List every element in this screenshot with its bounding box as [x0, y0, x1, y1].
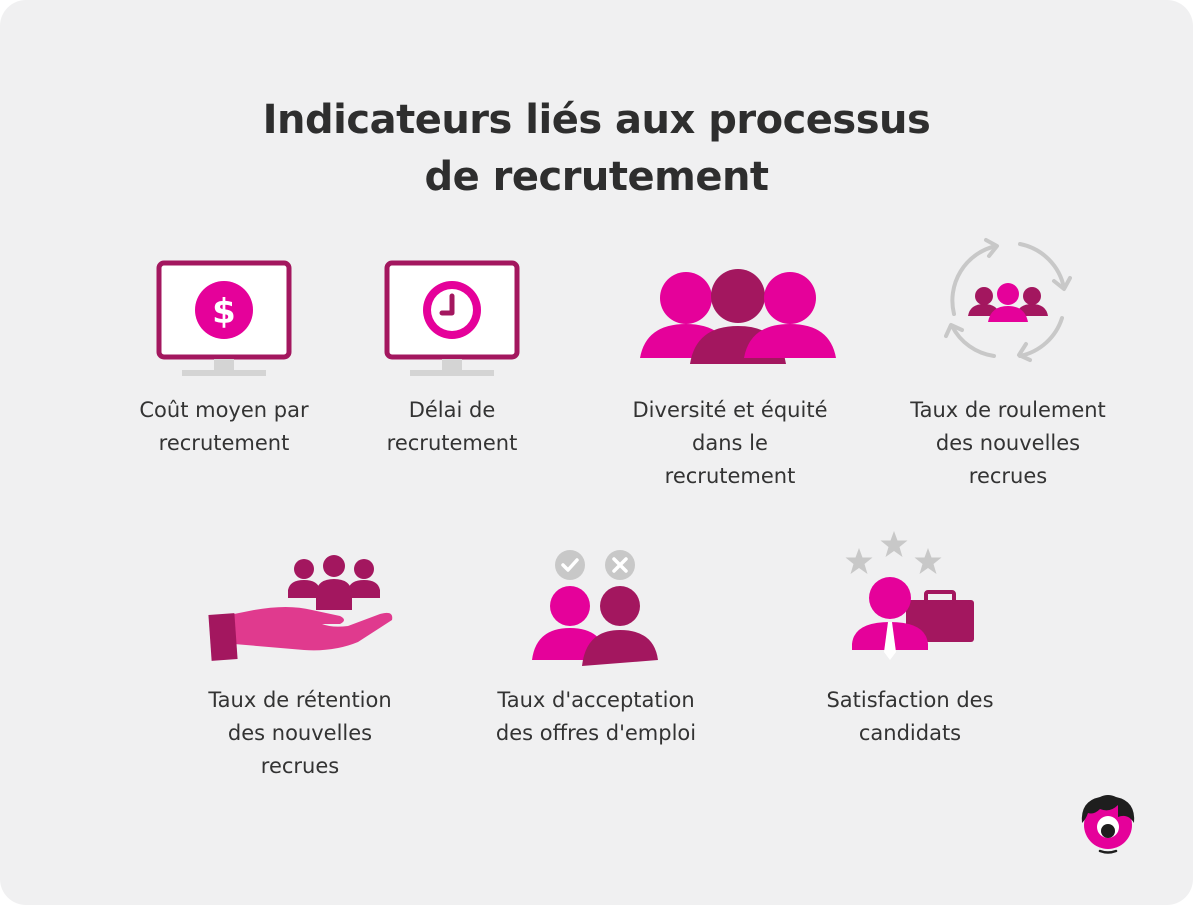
monitor-dollar-icon: $ — [156, 260, 292, 376]
group-people-icon — [640, 269, 836, 364]
indicator-label: Satisfaction des candidats — [826, 688, 994, 745]
indicator-label: Délai de recrutement — [386, 398, 518, 455]
close-icon — [605, 550, 635, 580]
indicator-label: Diversité et équité dans le recrutement — [632, 398, 828, 488]
monitor-clock-icon — [384, 260, 520, 376]
accept-decline-people-icon — [532, 550, 658, 666]
indicator-label: Taux de rétention des nouvelles recrues — [208, 688, 392, 778]
turnover-cycle-icon — [944, 238, 1072, 362]
svg-text:$: $ — [212, 292, 236, 332]
hand-holding-people-icon — [208, 555, 393, 661]
indicator-label: Taux d'acceptation des offres d'emploi — [495, 688, 697, 745]
title-line-1: Indicateurs liés aux processus — [262, 97, 931, 143]
indicator-label: Taux de roulement des nouvelles recrues — [910, 398, 1106, 488]
candidate-stars-icon — [845, 531, 974, 660]
check-icon — [555, 550, 585, 580]
title-line-2: de recrutement — [424, 154, 769, 200]
brand-face-logo — [1081, 795, 1135, 854]
page-title: Indicateurs liés aux processus de recrut… — [0, 92, 1193, 206]
indicator-label: Coût moyen par recrutement — [139, 398, 309, 455]
